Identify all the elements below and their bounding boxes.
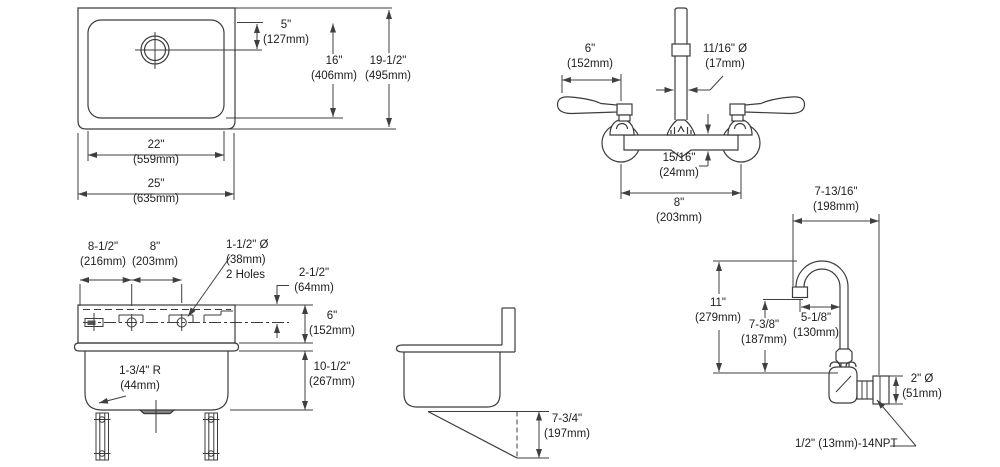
bracket-hypotenuse	[427, 410, 518, 459]
leg-bracket-right	[203, 412, 220, 461]
wrist-blade-right	[744, 96, 806, 115]
dim-deck-drop: 2-1/2" (64mm)	[294, 267, 334, 294]
wall-flange	[872, 375, 890, 405]
riser-coupling	[671, 43, 691, 57]
dim-overall-front-back: 19-1/2" (495mm)	[364, 55, 411, 82]
dim-flange-diameter: 2" Ø (51mm)	[902, 373, 942, 400]
view-sink-front	[73, 256, 313, 461]
dim-overall-width: 25" (635mm)	[132, 178, 179, 205]
dim-outlet-height: 7-3/8" (187mm)	[740, 319, 787, 346]
dim-apron-height: 6" (152mm)	[308, 310, 355, 337]
radius-leader	[98, 395, 127, 404]
dim-bowl-depth: 10-1/2" (267mm)	[308, 361, 355, 388]
dim-faucet-holes: 1-1/2" Ø (38mm) 2 Holes	[226, 239, 269, 281]
dim-bowl-front-back: 16" (406mm)	[310, 55, 357, 82]
dim-body-height: 15/16" (24mm)	[659, 152, 699, 179]
drain-recess	[138, 409, 176, 415]
leg-bracket-left	[94, 412, 111, 461]
gooseneck-inner	[803, 268, 841, 349]
handle-post-right	[729, 103, 746, 116]
faucet-body-bar	[623, 134, 739, 159]
coupling-nut	[835, 348, 853, 364]
bowl-profile	[403, 352, 501, 408]
dim-bracket-height: 7-3/4" (197mm)	[543, 413, 590, 440]
dim-hole-offset: 5" (127mm)	[262, 19, 309, 46]
view-sink-side	[395, 307, 549, 459]
dim-overall-height: 11" (279mm)	[694, 297, 741, 324]
hex-nipple	[856, 380, 874, 400]
dim-corner-radius: 1-3/4" R (44mm)	[119, 365, 161, 392]
dim-hole-spacing: 8" (203mm)	[131, 241, 178, 268]
handle-post-left	[616, 103, 633, 116]
dim-bowl-width: 22" (559mm)	[132, 139, 179, 166]
gooseneck-outer	[795, 260, 849, 349]
view-sink-plan	[77, 7, 396, 200]
wrist-blade-left	[556, 96, 618, 115]
dim-faucet-centers: 8" (203mm)	[655, 197, 702, 224]
dim-handle-reach: 6" (152mm)	[566, 43, 613, 70]
bowl-outline	[87, 19, 225, 119]
deck-outline	[77, 304, 236, 344]
view-faucet-front	[556, 7, 806, 199]
dim-thread-spec: 1/2" (13mm)-14NPT	[795, 438, 898, 450]
aerator	[791, 286, 809, 299]
holes-leader	[187, 256, 231, 317]
dim-spout-reach: 7-13/16" (198mm)	[812, 186, 859, 213]
dim-outlet-reach: 5-1/8" (130mm)	[792, 312, 839, 339]
dim-left-hole-offset: 8-1/2" (216mm)	[79, 241, 126, 268]
sink-outline	[77, 7, 236, 130]
view-spout-side	[713, 214, 917, 447]
dim-spout-diameter: 11/16" Ø (17mm)	[702, 43, 748, 70]
